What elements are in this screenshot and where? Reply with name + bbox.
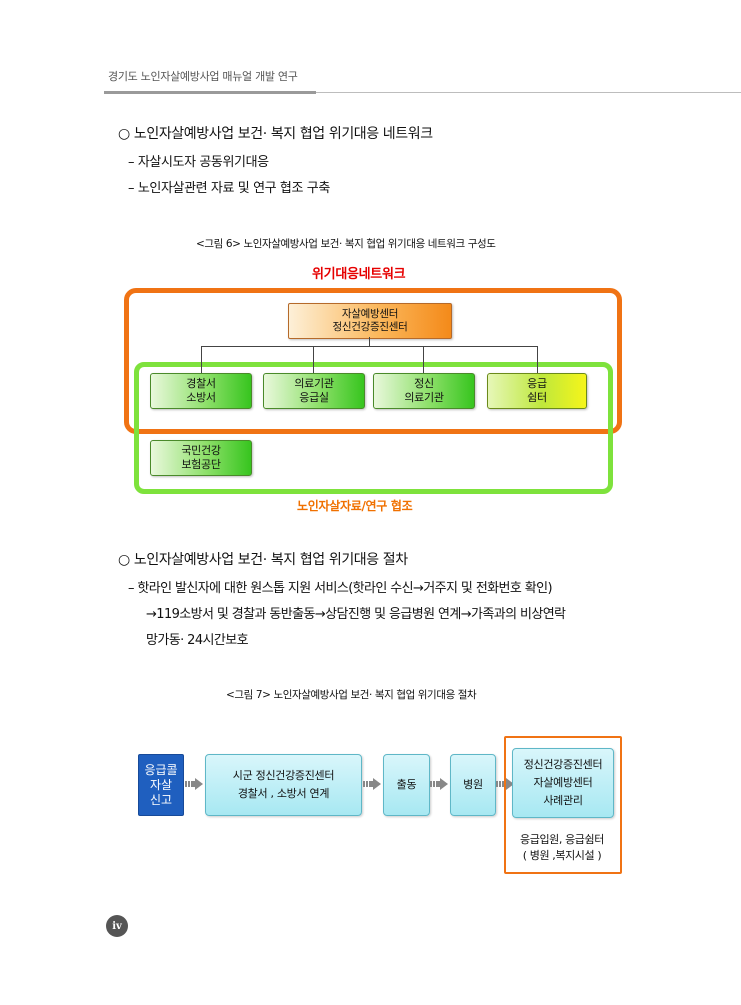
crisis-network-frame	[124, 288, 622, 434]
flow-note-line: 응급입원, 응급쉼터	[520, 833, 604, 846]
node-emergency-shelter: 응급 쉼터	[487, 373, 587, 409]
node-label: 국민건강	[181, 444, 221, 457]
connector-line	[201, 346, 202, 373]
arrow-right-icon	[185, 778, 203, 790]
section1-item-1: – 자살시도자 공동위기대응	[128, 155, 269, 170]
flow-label: 사례관리	[543, 794, 583, 807]
figure6-caption: <그림 6> 노인자살예방사업 보건· 복지 협업 위기대응 네트워크 구성도	[196, 238, 496, 250]
node-label: 응급실	[299, 391, 329, 404]
node-label: 쉼터	[527, 391, 547, 404]
arrow-right-icon	[430, 778, 448, 790]
connector-line	[201, 346, 538, 347]
header-rule-light	[316, 92, 741, 93]
flow-label: 병원	[463, 778, 483, 791]
flow-emergency-call: 응급콜 자살 신고	[138, 754, 184, 816]
section1-heading: ○ 노인자살예방사업 보건· 복지 협업 위기대응 네트워크	[118, 126, 433, 142]
case-management-frame	[504, 736, 622, 874]
node-psychiatric: 정신 의료기관	[373, 373, 475, 409]
flow-hospital: 병원	[450, 754, 496, 816]
node-police-fire: 경찰서 소방서	[150, 373, 252, 409]
flow-case-management: 정신건강증진센터 자살예방센터 사례관리	[512, 748, 614, 818]
flow-label: 경찰서 , 소방서 연계	[237, 787, 330, 800]
section1-item-2: – 노인자살관련 자료 및 연구 협조 구축	[128, 181, 330, 196]
node-label: 자살예방센터	[341, 308, 399, 320]
flow-label: 시군 정신건강증진센터	[232, 769, 335, 782]
section2-line-1: – 핫라인 발신자에 대한 원스톱 지원 서비스(핫라인 수신→거주지 및 전화…	[128, 581, 553, 596]
flow-label: 정신건강증진센터	[523, 758, 603, 771]
page-number: iv	[106, 915, 128, 937]
flow-label: 출동	[396, 778, 417, 791]
section2-line-3: 망가동· 24시간보호	[146, 633, 249, 648]
flow-label: 자살	[149, 777, 173, 792]
node-label: 경찰서	[186, 377, 216, 390]
connector-line	[423, 346, 424, 373]
node-label: 정신	[414, 377, 434, 390]
flow-note-line: ( 병원 ,복지시설 )	[522, 849, 602, 862]
header-rule-dark	[104, 91, 316, 94]
node-label: 의료기관	[294, 377, 334, 390]
connector-line	[313, 346, 314, 373]
network-subtitle: 노인자살자료/연구 협조	[297, 499, 413, 513]
flow-note: 응급입원, 응급쉼터 ( 병원 ,복지시설 )	[506, 832, 618, 864]
flow-dispatch: 출동	[383, 754, 430, 816]
arrow-right-icon	[363, 778, 381, 790]
section2-line-2: →119소방서 및 경찰과 동반출동→상담진행 및 응급병원 연계→가족과의 비…	[146, 607, 566, 622]
node-label: 의료기관	[404, 391, 444, 404]
network-title: 위기대응네트워크	[312, 267, 406, 282]
node-label: 보험공단	[181, 458, 221, 471]
node-medical-er: 의료기관 응급실	[263, 373, 365, 409]
flow-label: 응급콜	[144, 762, 178, 777]
node-label: 정신건강증진센터	[332, 321, 408, 333]
research-cooperation-frame	[134, 362, 613, 494]
figure7-caption: <그림 7> 노인자살예방사업 보건· 복지 협업 위기대응 절차	[226, 689, 477, 701]
node-national-health-insurance: 국민건강 보험공단	[150, 440, 252, 476]
flow-label: 자살예방센터	[533, 776, 593, 789]
flow-mental-health-center: 시군 정신건강증진센터 경찰서 , 소방서 연계	[205, 754, 362, 816]
node-suicide-prevention-center: 자살예방센터 정신건강증진센터	[288, 303, 452, 339]
connector-line	[537, 346, 538, 373]
node-label: 소방서	[186, 391, 216, 404]
section2-heading: ○ 노인자살예방사업 보건· 복지 협업 위기대응 절차	[118, 552, 408, 568]
running-header: 경기도 노인자살예방사업 매뉴얼 개발 연구	[108, 70, 298, 83]
flow-label: 신고	[149, 792, 173, 807]
connector-line	[369, 337, 370, 347]
node-label: 응급	[527, 377, 547, 390]
